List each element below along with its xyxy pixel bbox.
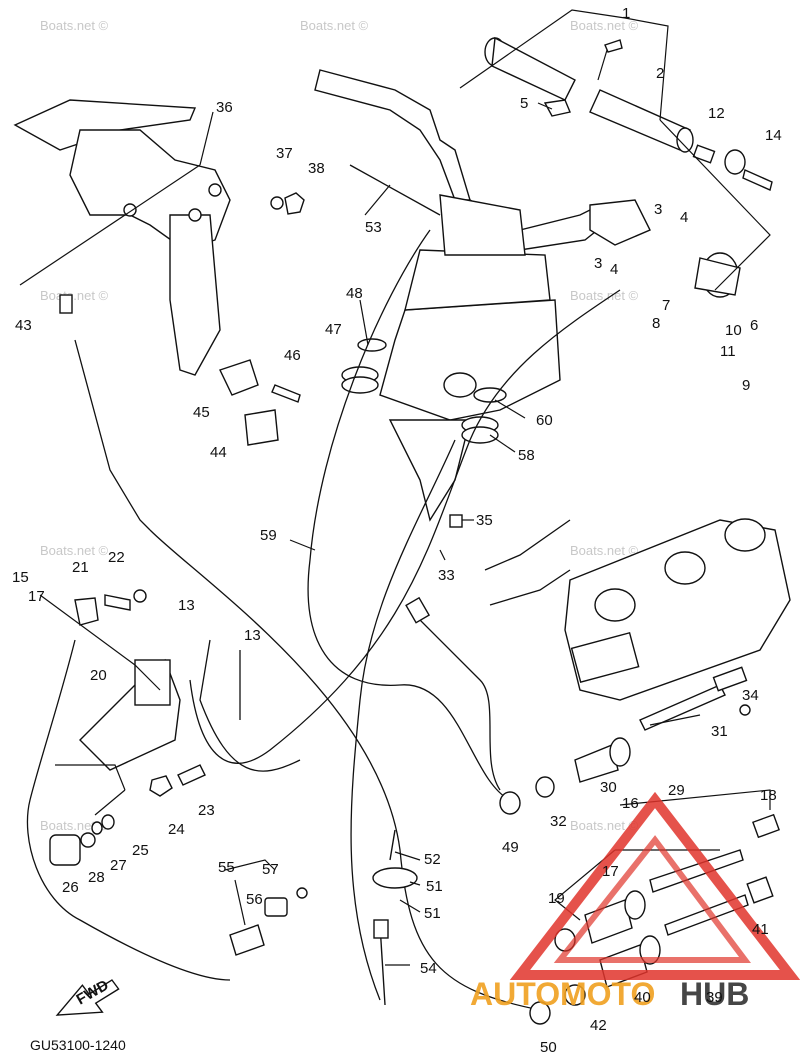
callout-49: 49 xyxy=(502,839,519,856)
callout-60: 60 xyxy=(536,412,553,429)
handlebar-assembly xyxy=(314,36,773,522)
callout-14: 14 xyxy=(765,127,782,144)
watermark: Boats.net © xyxy=(570,818,639,833)
callout-8: 8 xyxy=(652,315,660,332)
callout-17: 17 xyxy=(28,588,45,605)
callout-1: 1 xyxy=(622,5,630,22)
watermark: Boats.net © xyxy=(40,18,109,33)
callout-55: 55 xyxy=(218,859,235,876)
callout-21: 21 xyxy=(72,559,89,576)
callout-4: 4 xyxy=(610,261,618,278)
callout-4: 4 xyxy=(680,209,688,226)
watermark: Boats.net © xyxy=(570,543,639,558)
callout-29: 29 xyxy=(668,782,685,799)
logo-part3: HUB xyxy=(680,976,749,1012)
callout-44: 44 xyxy=(210,444,227,461)
throttle-lever xyxy=(13,99,305,446)
callout-47: 47 xyxy=(325,321,342,338)
callout-42: 42 xyxy=(590,1017,607,1034)
callout-labels: 1233445678910111213131415161717181920212… xyxy=(12,5,782,1056)
callout-22: 22 xyxy=(108,549,125,566)
callout-58: 58 xyxy=(518,447,535,464)
callout-51: 51 xyxy=(426,878,443,895)
callout-7: 7 xyxy=(662,297,670,314)
watermark: Boats.net © xyxy=(570,288,639,303)
callout-56: 56 xyxy=(246,891,263,908)
callout-2: 2 xyxy=(656,65,664,82)
callout-52: 52 xyxy=(424,851,441,868)
callout-59: 59 xyxy=(260,527,277,544)
cables xyxy=(26,164,621,1011)
callout-9: 9 xyxy=(742,377,750,394)
watermark: Boats.net © xyxy=(40,543,109,558)
callout-15: 15 xyxy=(12,569,29,586)
callout-37: 37 xyxy=(276,145,293,162)
watermark: Boats.net © xyxy=(40,288,109,303)
callout-6: 6 xyxy=(750,317,758,334)
callout-17: 17 xyxy=(602,863,619,880)
callout-5: 5 xyxy=(520,95,528,112)
callout-34: 34 xyxy=(742,687,759,704)
callout-54: 54 xyxy=(420,960,437,977)
callout-20: 20 xyxy=(90,667,107,684)
callout-25: 25 xyxy=(132,842,149,859)
logo-part2: MOTO xyxy=(560,976,655,1012)
callout-48: 48 xyxy=(346,285,363,302)
callout-32: 32 xyxy=(550,813,567,830)
callout-43: 43 xyxy=(15,317,32,334)
carburetor-bank xyxy=(564,518,791,701)
callout-28: 28 xyxy=(88,869,105,886)
callout-30: 30 xyxy=(600,779,617,796)
diagram-code: GU53100-1240 xyxy=(30,1037,126,1053)
callout-16: 16 xyxy=(622,795,639,812)
callout-13: 13 xyxy=(178,597,195,614)
callout-33: 33 xyxy=(438,567,455,584)
callout-24: 24 xyxy=(168,821,185,838)
callout-53: 53 xyxy=(365,219,382,236)
callout-18: 18 xyxy=(760,787,777,804)
callout-13: 13 xyxy=(244,627,261,644)
automotohub-logo: AUTO MOTO HUB xyxy=(470,791,800,1012)
callout-50: 50 xyxy=(540,1039,557,1056)
callout-39: 39 xyxy=(706,989,723,1006)
logo-part1: AUTO xyxy=(470,976,560,1012)
callout-57: 57 xyxy=(262,861,279,878)
callout-3: 3 xyxy=(594,255,602,272)
callout-19: 19 xyxy=(548,890,565,907)
callout-31: 31 xyxy=(711,723,728,740)
callout-23: 23 xyxy=(198,802,215,819)
callout-36: 36 xyxy=(216,99,233,116)
lower-parts xyxy=(49,294,780,1025)
leader-lines xyxy=(19,9,771,966)
callout-51: 51 xyxy=(424,905,441,922)
callout-26: 26 xyxy=(62,879,79,896)
callout-27: 27 xyxy=(110,857,127,874)
callout-40: 40 xyxy=(634,989,651,1006)
watermark: Boats.net © xyxy=(570,18,639,33)
watermark: Boats.net © xyxy=(300,18,369,33)
callout-3: 3 xyxy=(654,201,662,218)
callout-12: 12 xyxy=(708,105,725,122)
callout-41: 41 xyxy=(752,921,769,938)
callout-46: 46 xyxy=(284,347,301,364)
fwd-arrow: FWD xyxy=(55,977,120,1016)
callout-35: 35 xyxy=(476,512,493,529)
watermarks: Boats.net © Boats.net © Boats.net © Boat… xyxy=(40,18,639,833)
callout-38: 38 xyxy=(308,160,325,177)
callout-10: 10 xyxy=(725,322,742,339)
callout-45: 45 xyxy=(193,404,210,421)
callout-11: 11 xyxy=(720,343,736,360)
